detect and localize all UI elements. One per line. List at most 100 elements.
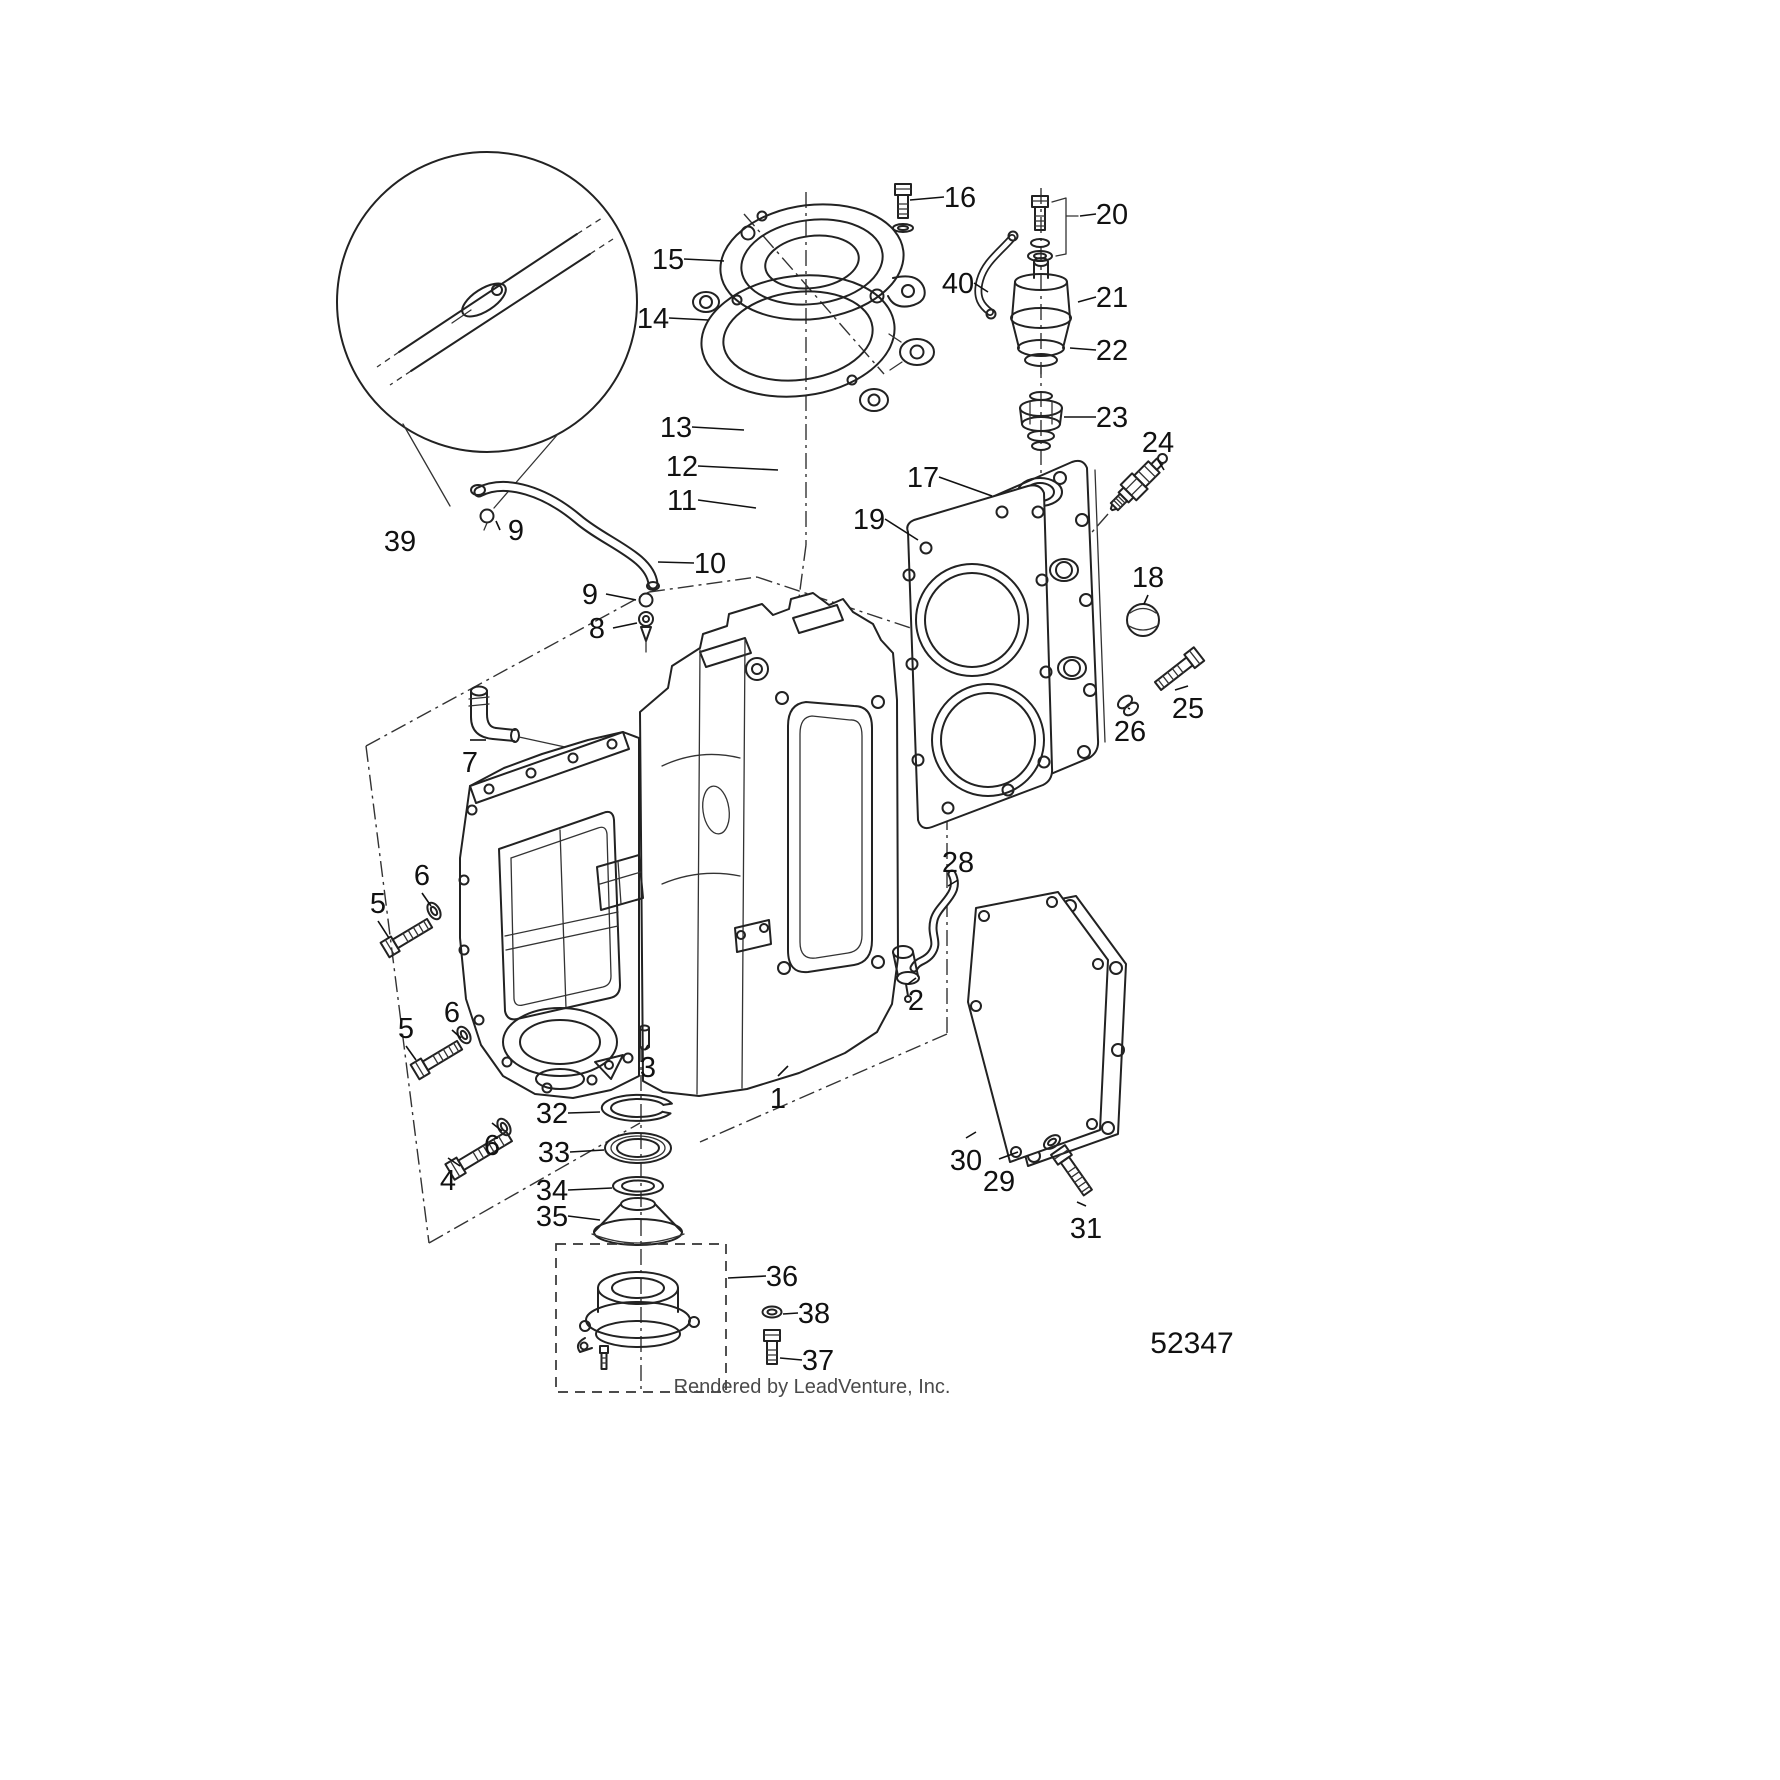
callout-leader-8	[612, 622, 638, 629]
bolt-37	[763, 1329, 781, 1365]
bolt-16	[892, 183, 914, 233]
callout-leader-5	[405, 1045, 417, 1061]
callout-1: 1	[770, 1083, 786, 1115]
callout-leader-22	[1069, 347, 1097, 351]
callout-leader-26	[1127, 707, 1131, 710]
washer-38	[761, 1305, 783, 1319]
retaining-ring-32	[600, 1093, 673, 1122]
callout-leader-29	[998, 1151, 1019, 1160]
callout-38: 38	[798, 1298, 830, 1330]
callout-35: 35	[536, 1201, 568, 1233]
callout-8: 8	[589, 613, 605, 645]
callout-leader-24	[1157, 459, 1165, 471]
bearing-ring-15	[719, 203, 926, 321]
callout-leader-21	[1077, 296, 1097, 303]
oil-seal-33	[604, 1132, 672, 1164]
callout-leader-36	[727, 1275, 767, 1279]
callout-16: 16	[944, 182, 976, 214]
callout-leader-20	[1079, 213, 1097, 217]
gasket-ring-14	[692, 274, 935, 412]
callout-leader-25	[1174, 685, 1189, 691]
callout-11: 11	[667, 485, 697, 517]
detail-circle	[336, 151, 638, 509]
callout-leader-17	[938, 476, 993, 497]
callout-6: 6	[484, 1130, 500, 1162]
callout-20: 20	[1096, 199, 1128, 231]
callout-40: 40	[942, 268, 974, 300]
callout-leader-11	[697, 499, 757, 509]
callout-6: 6	[414, 860, 430, 892]
callout-leader-16	[909, 196, 945, 201]
callout-leader-5	[377, 920, 390, 939]
seal-cone-35	[591, 1197, 685, 1246]
callout-17: 17	[907, 462, 939, 494]
drawing-number: 52347	[1150, 1327, 1233, 1360]
footer-credit: Rendered by LeadVenture, Inc.	[674, 1376, 951, 1398]
callout-5: 5	[398, 1013, 414, 1045]
callout-15: 15	[652, 244, 684, 276]
callout-leader-28	[947, 879, 959, 887]
callout-2: 2	[908, 985, 924, 1017]
callout-leader-13	[691, 426, 745, 431]
fuel-pump-21-22	[1010, 257, 1072, 375]
callout-leader-6	[421, 892, 432, 907]
breather-hose-assembly	[470, 481, 660, 653]
callout-leader-18	[1143, 594, 1149, 605]
fuel-pump-assembly	[974, 195, 1079, 451]
callout-leader-9	[605, 593, 637, 601]
stud-bolt	[599, 1345, 609, 1370]
spark-plug-24	[1109, 453, 1168, 512]
ring-34	[612, 1176, 664, 1196]
callout-37: 37	[802, 1345, 834, 1377]
cap-18	[1126, 603, 1160, 637]
callout-leader-12	[697, 465, 779, 471]
head-gasket-19	[902, 484, 1054, 830]
callout-18: 18	[1132, 562, 1164, 594]
callout-leader-6	[491, 1122, 503, 1132]
callout-9: 9	[508, 515, 524, 547]
callout-leader-3	[644, 1044, 649, 1051]
spring-washer-26	[1116, 694, 1140, 717]
elbow-fitting-7	[468, 685, 566, 748]
callout-29: 29	[983, 1166, 1015, 1198]
callout-leader-2	[907, 977, 917, 985]
callout-24: 24	[1142, 427, 1174, 459]
callout-leader-37	[779, 1357, 803, 1361]
callout-7: 7	[462, 747, 478, 779]
lower-seal-housing-36	[555, 1243, 727, 1393]
cylinder-block-1	[458, 592, 899, 1099]
callout-leader-30	[965, 1131, 977, 1139]
bolt-25	[1151, 646, 1206, 694]
bolt-5b	[409, 1036, 465, 1081]
callout-leader-35	[567, 1215, 601, 1221]
callout-13: 13	[660, 412, 692, 444]
hose-clamp-9a	[479, 508, 495, 524]
callout-25: 25	[1172, 693, 1204, 725]
callout-30: 30	[950, 1145, 982, 1177]
callout-21: 21	[1096, 282, 1128, 314]
callout-19: 19	[853, 504, 885, 536]
callout-32: 32	[536, 1098, 568, 1130]
hose-28	[909, 869, 959, 973]
callout-39: 39	[384, 526, 416, 558]
callout-leader-32	[567, 1111, 601, 1114]
callout-leader-4	[447, 1157, 461, 1167]
callout-leader-10	[657, 561, 695, 564]
cover-gasket-30	[967, 891, 1109, 1163]
callout-leader-19	[884, 518, 919, 541]
check-valve-8	[638, 611, 654, 653]
callout-6: 6	[444, 997, 460, 1029]
hose-clamp-9b	[638, 592, 654, 608]
callout-23: 23	[1096, 402, 1128, 434]
callout-leader-6	[451, 1029, 462, 1039]
callout-31: 31	[1070, 1213, 1102, 1245]
callout-leader-38	[782, 1312, 799, 1315]
callout-10: 10	[694, 548, 726, 580]
callout-22: 22	[1096, 335, 1128, 367]
callout-33: 33	[538, 1137, 570, 1169]
callout-4: 4	[440, 1165, 456, 1197]
callout-34: 34	[536, 1175, 568, 1207]
callout-14: 14	[637, 303, 669, 335]
